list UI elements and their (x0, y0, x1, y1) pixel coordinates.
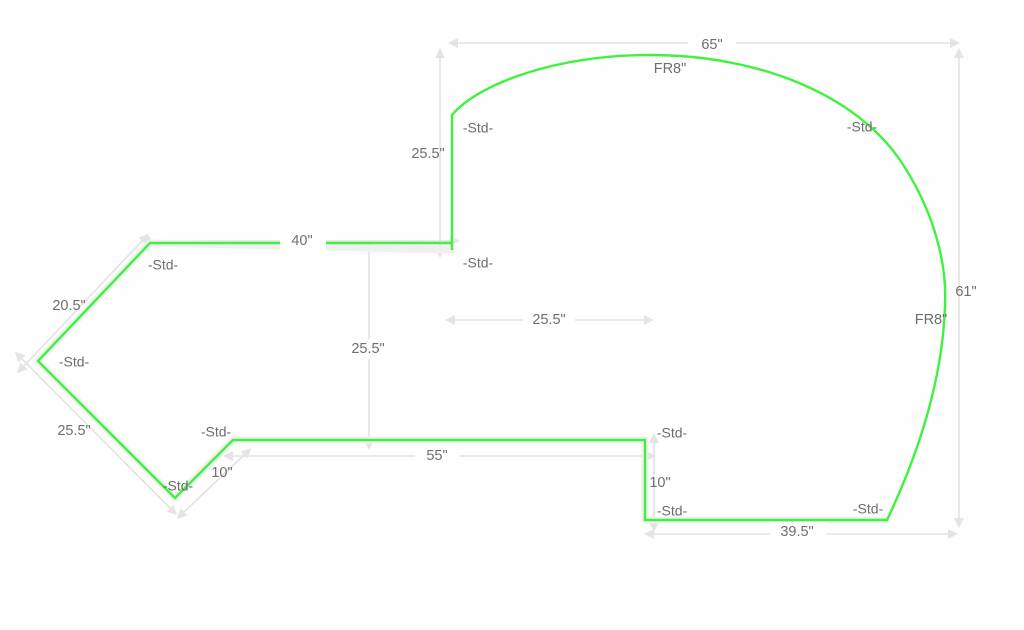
dim-line-diag-10 (176, 448, 252, 519)
dimension-lines-group (14, 38, 964, 539)
radius-labels-group: FR8" FR8" (654, 61, 948, 328)
label-bg (523, 310, 575, 330)
dim-label-right-61: 61" (955, 284, 976, 300)
edge-label-mid-right: -Std- (463, 255, 494, 271)
edge-labels-group: -Std- -Std- -Std- -Std- -Std- -Std- -Std… (59, 119, 884, 519)
edge-label-far-left: -Std- (59, 354, 90, 370)
edge-label-upper-left: -Std- (148, 257, 179, 273)
dim-label-bottom-39-5: 39.5" (780, 524, 813, 540)
label-bg (688, 34, 736, 54)
dim-label-mid-25-5-v: 25.5" (351, 341, 384, 357)
dim-label-diag-20-5: 20.5" (52, 298, 85, 314)
dim-label-diag-10: 10" (211, 465, 232, 481)
dim-label-top-65: 65" (701, 37, 722, 53)
label-bg (415, 446, 460, 466)
dim-line-diag-25-5 (14, 351, 178, 516)
label-bg (280, 231, 326, 251)
edge-label-right-top: -Std- (657, 425, 688, 441)
dimension-labels-group: 65" 25.5" 61" 40" 20.5" 25.5" 25.5" 25.5… (52, 34, 977, 542)
dim-label-left-25-5: 25.5" (411, 146, 444, 162)
dim-label-right-10: 10" (649, 475, 670, 491)
dim-label-mid-25-5-h: 25.5" (532, 312, 565, 328)
label-bg (341, 339, 395, 359)
dim-label-diag-25-5: 25.5" (57, 423, 90, 439)
shape-outline-path[interactable] (36, 53, 947, 522)
radius-label-right: FR8" (915, 312, 948, 328)
dim-label-upper-40: 40" (291, 233, 312, 249)
label-bg (770, 522, 826, 542)
shape-outline-group[interactable] (34, 53, 947, 524)
dim-line-diag-20-5 (17, 233, 149, 374)
dim-label-bottom-55: 55" (426, 448, 447, 464)
radius-label-top: FR8" (654, 61, 687, 77)
edge-label-bottom-v: -Std- (163, 478, 194, 494)
edge-label-lower-left: -Std- (201, 424, 232, 440)
edge-label-bottom-left: -Std- (657, 503, 688, 519)
edge-label-top-right: -Std- (847, 119, 878, 135)
edge-label-bottom-right: -Std- (853, 501, 884, 517)
edge-label-top-left: -Std- (463, 120, 494, 136)
